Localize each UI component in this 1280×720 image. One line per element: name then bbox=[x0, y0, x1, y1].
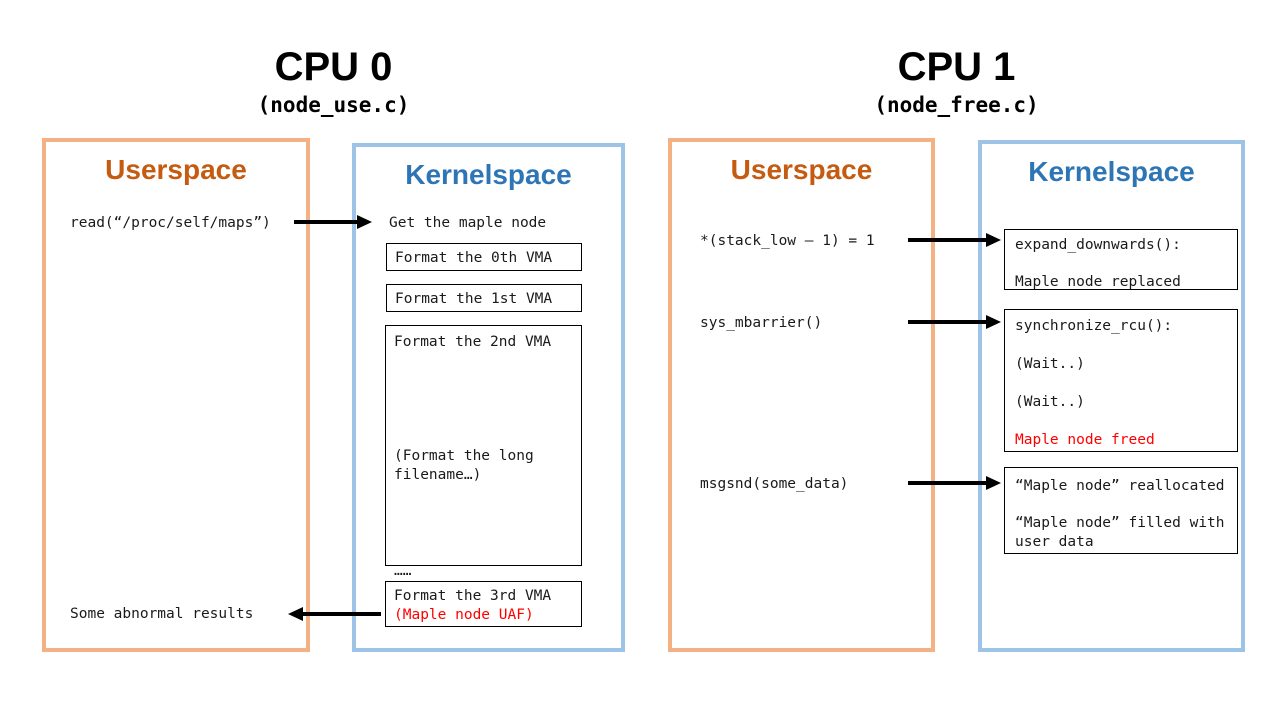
arrow-head-icon bbox=[986, 476, 1001, 490]
maple-node-freed-text: Maple node freed bbox=[1015, 432, 1155, 448]
cpu1-title: CPU 1 bbox=[897, 45, 1016, 89]
abnormal-results-label: Some abnormal results bbox=[70, 606, 254, 622]
sys-mbarrier-label: sys_mbarrier() bbox=[700, 315, 823, 331]
arrow-mbarrier-to-sync bbox=[908, 315, 1001, 329]
long-filename-text: (Format the long filename…) bbox=[394, 448, 534, 483]
arrow-stackwrite-to-expand bbox=[908, 233, 1001, 247]
format-vma1-text: Format the 1st VMA bbox=[395, 291, 553, 307]
arrow-uaf-to-userspace bbox=[288, 607, 381, 621]
userspace-box-cpu1: Userspace bbox=[668, 138, 935, 652]
format-vma0-box: Format the 0th VMA bbox=[386, 243, 582, 271]
format-vma0-text: Format the 0th VMA bbox=[395, 250, 553, 266]
arrow-head-icon bbox=[357, 215, 372, 229]
arrow-head-icon bbox=[986, 315, 1001, 329]
format-vma3-box: Format the 3rd VMA (Maple node UAF) bbox=[385, 581, 582, 627]
cpu1-subtitle: (node_free.c) bbox=[874, 93, 1039, 117]
maple-filled-text: “Maple node” filled with user data bbox=[1015, 515, 1225, 550]
maple-node-replaced-text: Maple node replaced bbox=[1015, 274, 1181, 290]
userspace-heading-cpu0: Userspace bbox=[105, 154, 247, 185]
synchronize-rcu-title: synchronize_rcu(): bbox=[1015, 318, 1173, 334]
read-maps-call-label: read(“/proc/self/maps”) bbox=[70, 215, 271, 231]
format-vma2-box: Format the 2nd VMA (Format the long file… bbox=[385, 325, 582, 579]
userspace-box-cpu0: Userspace bbox=[42, 138, 310, 652]
arrow-shaft bbox=[301, 612, 381, 616]
arrow-shaft bbox=[908, 238, 988, 242]
arrow-shaft bbox=[908, 320, 988, 324]
format-vma1-box: Format the 1st VMA bbox=[386, 284, 582, 312]
kernelspace-heading-cpu0: Kernelspace bbox=[405, 159, 572, 190]
arrow-read-to-kernel bbox=[294, 215, 372, 229]
maple-node-uaf-text: (Maple node UAF) bbox=[394, 607, 534, 623]
format-vma2-text: Format the 2nd VMA bbox=[394, 334, 552, 350]
expand-downwards-title: expand_downwards(): bbox=[1015, 237, 1181, 253]
arrow-head-icon bbox=[986, 233, 1001, 247]
format-vma3-text: Format the 3rd VMA bbox=[394, 588, 552, 604]
maple-realloc-box: “Maple node” reallocated “Maple node” fi… bbox=[1004, 467, 1238, 554]
cpu0-title: CPU 0 bbox=[274, 45, 393, 89]
synchronize-rcu-box: synchronize_rcu(): (Wait..) (Wait..) Map… bbox=[1004, 309, 1238, 452]
arrow-head-icon bbox=[288, 607, 303, 621]
cpu0-subtitle: (node_use.c) bbox=[257, 93, 410, 117]
arrow-msgsnd-to-realloc bbox=[908, 476, 1001, 490]
get-maple-node-label: Get the maple node bbox=[389, 215, 547, 231]
stack-write-label: *(stack_low – 1) = 1 bbox=[700, 233, 875, 249]
arrow-shaft bbox=[294, 220, 359, 224]
wait-text-1: (Wait..) bbox=[1015, 356, 1085, 372]
expand-downwards-box: expand_downwards(): Maple node replaced bbox=[1004, 229, 1238, 290]
arrow-shaft bbox=[908, 481, 988, 485]
maple-reallocated-text: “Maple node” reallocated bbox=[1015, 478, 1225, 494]
msgsnd-label: msgsnd(some_data) bbox=[700, 476, 849, 492]
wait-text-2: (Wait..) bbox=[1015, 394, 1085, 410]
kernelspace-heading-cpu1: Kernelspace bbox=[1028, 156, 1195, 187]
ellipsis-text: …… bbox=[394, 563, 412, 579]
userspace-heading-cpu1: Userspace bbox=[730, 154, 873, 185]
